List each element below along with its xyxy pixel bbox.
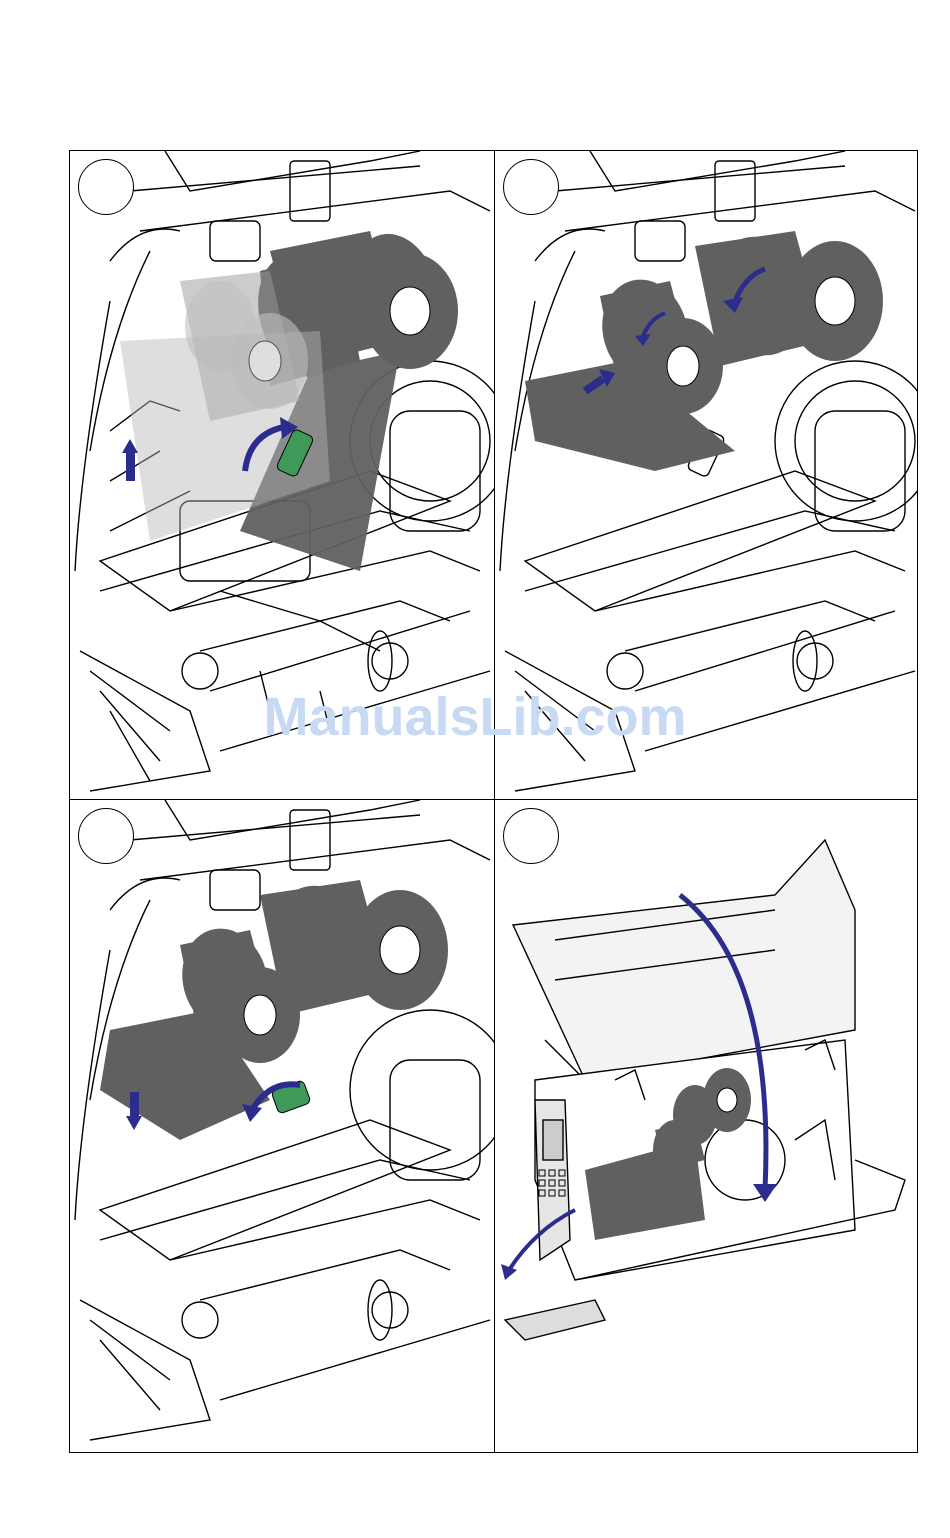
ribbon-roll-icon — [525, 226, 883, 471]
printer-mechanism-illustration — [70, 800, 494, 1452]
ribbon-roll-icon — [120, 224, 458, 571]
step-number-circle — [503, 159, 559, 215]
step-panel-4 — [495, 800, 918, 1452]
step-number-circle — [503, 808, 559, 864]
instruction-grid — [69, 150, 918, 1453]
step-number-circle — [78, 808, 134, 864]
step-number-circle — [78, 159, 134, 215]
up-arrow-icon — [122, 439, 138, 481]
manualslib-watermark: ManualsLib.com — [0, 686, 950, 748]
printer-mechanism-illustration — [495, 800, 918, 1452]
step-panel-3 — [70, 800, 494, 1452]
